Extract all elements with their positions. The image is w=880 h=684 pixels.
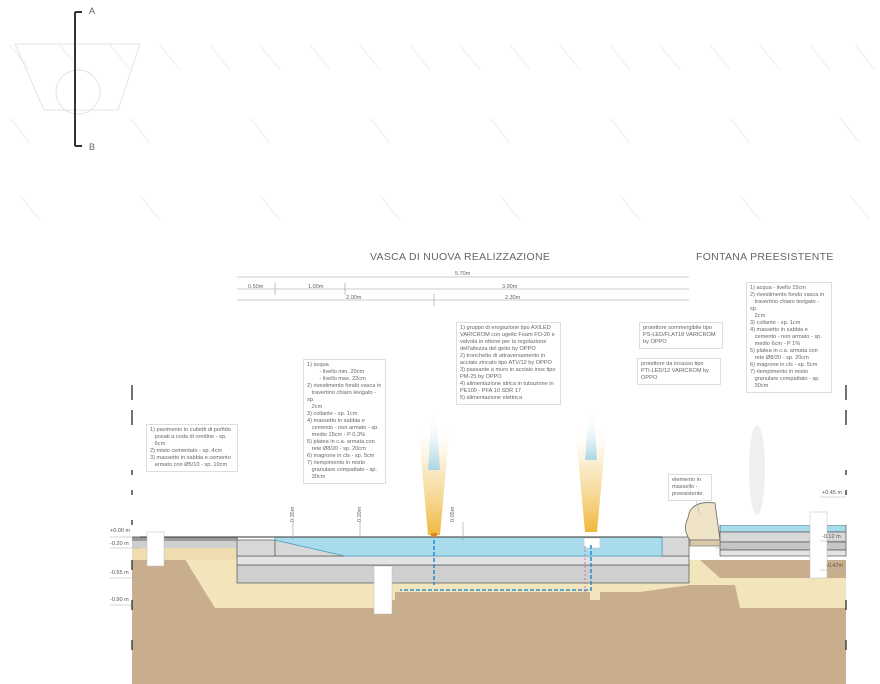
new-basin-structure xyxy=(236,536,690,584)
note-projector-recessed: proiettore da incasso tipo PTI-LED/12 VA… xyxy=(637,358,721,385)
note-new-basin: 1) acqua - livello min. 20cm - livello m… xyxy=(303,359,386,484)
sleeves xyxy=(146,511,828,615)
section-mark-a: A xyxy=(89,6,96,16)
plan-sketch xyxy=(14,43,141,115)
jets xyxy=(418,410,607,537)
level-minus-047: -0.47m xyxy=(826,563,844,569)
dim-half-left: 2.00m xyxy=(346,295,362,301)
level-minus-055: -0.55 m xyxy=(110,570,129,576)
note-existing-element: elemento in massello - preesistente xyxy=(668,474,712,501)
dim-seg-a: 0.50m xyxy=(248,284,264,290)
section-mark-b: B xyxy=(89,142,96,152)
pipes xyxy=(400,540,592,591)
note-projector-submersible: proiettore sommergibile tipo PS-LED/FLAT… xyxy=(639,322,723,349)
background-hatch xyxy=(9,44,876,221)
level-minus-020: -0.20 m xyxy=(110,541,129,547)
mortar-layer xyxy=(132,541,238,548)
dimension-lines xyxy=(237,276,689,306)
title-new-basin: VASCA DI NUOVA REALIZZAZIONE xyxy=(370,251,551,263)
stone-element xyxy=(685,502,721,541)
title-existing-fountain: FONTANA PREESISTENTE xyxy=(696,251,834,263)
dim-depth-3: 0.05m xyxy=(450,506,456,522)
section-line-a-b xyxy=(74,11,82,147)
note-paving: 1) pavimento in cubetti di porfido posat… xyxy=(146,424,238,472)
frame-ticks xyxy=(131,385,847,650)
paving-layer xyxy=(132,537,238,541)
new-basin-water xyxy=(274,536,663,557)
level-minus-012: -0.12 m xyxy=(822,534,841,540)
note-existing-fountain: 1) acqua - livello 15cm 2) rivestimento … xyxy=(746,282,832,393)
dim-total: 5.70m xyxy=(455,271,471,277)
note-jets: 1) gruppo di erogazione tipo AXILED VARI… xyxy=(456,322,561,405)
dim-depth-1: 0.35m xyxy=(290,506,296,522)
level-plus-045: +0.45 m xyxy=(822,490,843,496)
height-dims xyxy=(292,522,464,540)
dim-seg-c: 3.90m xyxy=(502,284,518,290)
level-lines xyxy=(110,496,846,606)
level-minus-090: -0.90 m xyxy=(110,597,129,603)
dim-depth-2: 0.20m xyxy=(357,506,363,522)
dim-half-right: 2.30m xyxy=(505,295,521,301)
level-zero: +0.00 m xyxy=(110,528,131,534)
dim-seg-b: 1.00m xyxy=(308,284,324,290)
existing-spray-ghost xyxy=(749,425,765,515)
